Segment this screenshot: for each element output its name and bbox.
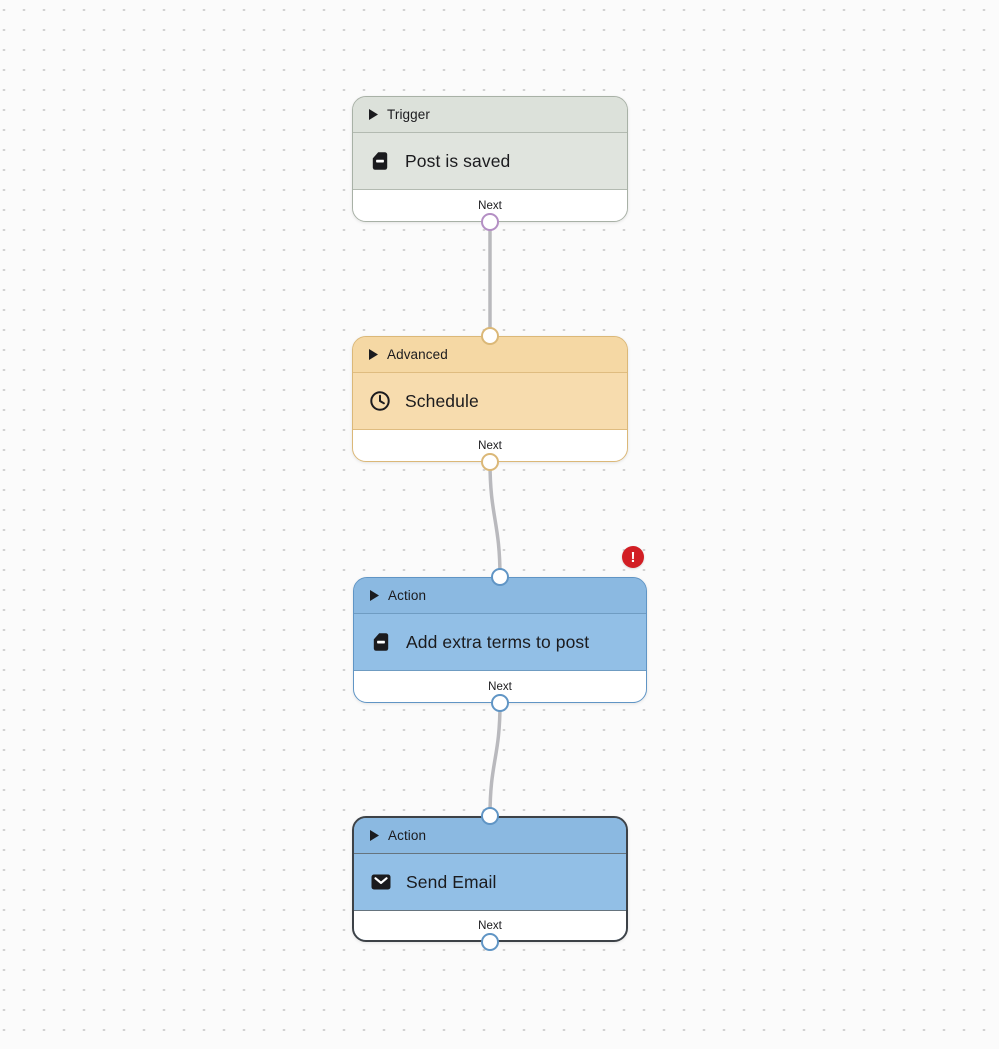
- node-body[interactable]: Add extra terms to post: [354, 614, 646, 671]
- node-title: Send Email: [406, 871, 497, 892]
- next-label: Next: [478, 439, 502, 452]
- post-icon: [368, 149, 392, 173]
- node-title: Schedule: [405, 390, 479, 411]
- node-category-label: Advanced: [387, 347, 448, 362]
- node-header[interactable]: Trigger: [353, 97, 627, 133]
- node-title: Add extra terms to post: [406, 631, 590, 652]
- node-action-add-extra-terms[interactable]: Action Add extra terms to post Next: [353, 577, 647, 703]
- node-body[interactable]: Schedule: [353, 373, 627, 430]
- collapse-triangle-icon[interactable]: [370, 590, 379, 601]
- node-body[interactable]: Post is saved: [353, 133, 627, 190]
- error-exclamation: !: [630, 548, 636, 566]
- collapse-triangle-icon[interactable]: [369, 109, 378, 120]
- output-port[interactable]: [481, 453, 499, 471]
- edge-connector[interactable]: [488, 702, 502, 817]
- node-action-send-email[interactable]: Action Send Email Next: [352, 816, 628, 942]
- next-label: Next: [478, 199, 502, 212]
- node-category-label: Trigger: [387, 107, 430, 122]
- node-body[interactable]: Send Email: [354, 854, 626, 911]
- next-label: Next: [478, 919, 502, 932]
- output-port[interactable]: [481, 213, 499, 231]
- output-port[interactable]: [481, 933, 499, 951]
- next-label: Next: [488, 680, 512, 693]
- node-title: Post is saved: [405, 150, 511, 171]
- clock-icon: [368, 389, 392, 413]
- edge-connector[interactable]: [488, 461, 502, 578]
- error-badge[interactable]: !: [622, 546, 644, 568]
- node-advanced-schedule[interactable]: Advanced Schedule Next: [352, 336, 628, 462]
- input-port[interactable]: [481, 807, 499, 825]
- output-port[interactable]: [491, 694, 509, 712]
- input-port[interactable]: [491, 568, 509, 586]
- collapse-triangle-icon[interactable]: [370, 830, 379, 841]
- input-port[interactable]: [481, 327, 499, 345]
- post-icon: [369, 630, 393, 654]
- node-trigger-post-is-saved[interactable]: Trigger Post is saved Next: [352, 96, 628, 222]
- collapse-triangle-icon[interactable]: [369, 349, 378, 360]
- email-icon: [369, 870, 393, 894]
- node-category-label: Action: [388, 828, 427, 843]
- node-category-label: Action: [388, 588, 427, 603]
